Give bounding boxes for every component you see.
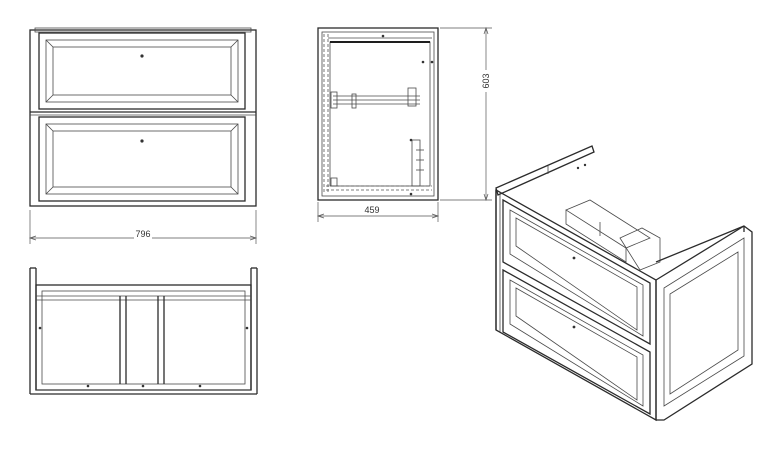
width-dimension-label: 796 bbox=[135, 229, 150, 239]
front-top-edge bbox=[34, 27, 252, 33]
height-dimension: 603 bbox=[440, 26, 493, 202]
height-dimension-label: 603 bbox=[481, 73, 491, 88]
side-section-view: 603 459 bbox=[316, 26, 493, 222]
front-bottom-drawer bbox=[38, 116, 246, 202]
width-dimension: 796 bbox=[28, 210, 258, 244]
depth-dimension: 459 bbox=[316, 202, 440, 222]
front-outer-frame bbox=[29, 29, 257, 207]
bottom-drawer-handle-dot bbox=[140, 139, 144, 143]
top-frame-view bbox=[29, 267, 258, 395]
top-drawer-handle-dot bbox=[140, 54, 144, 58]
front-view: 796 bbox=[28, 27, 258, 244]
depth-dimension-label: 459 bbox=[364, 205, 379, 215]
isometric-view bbox=[495, 145, 753, 422]
front-top-drawer bbox=[38, 32, 246, 110]
